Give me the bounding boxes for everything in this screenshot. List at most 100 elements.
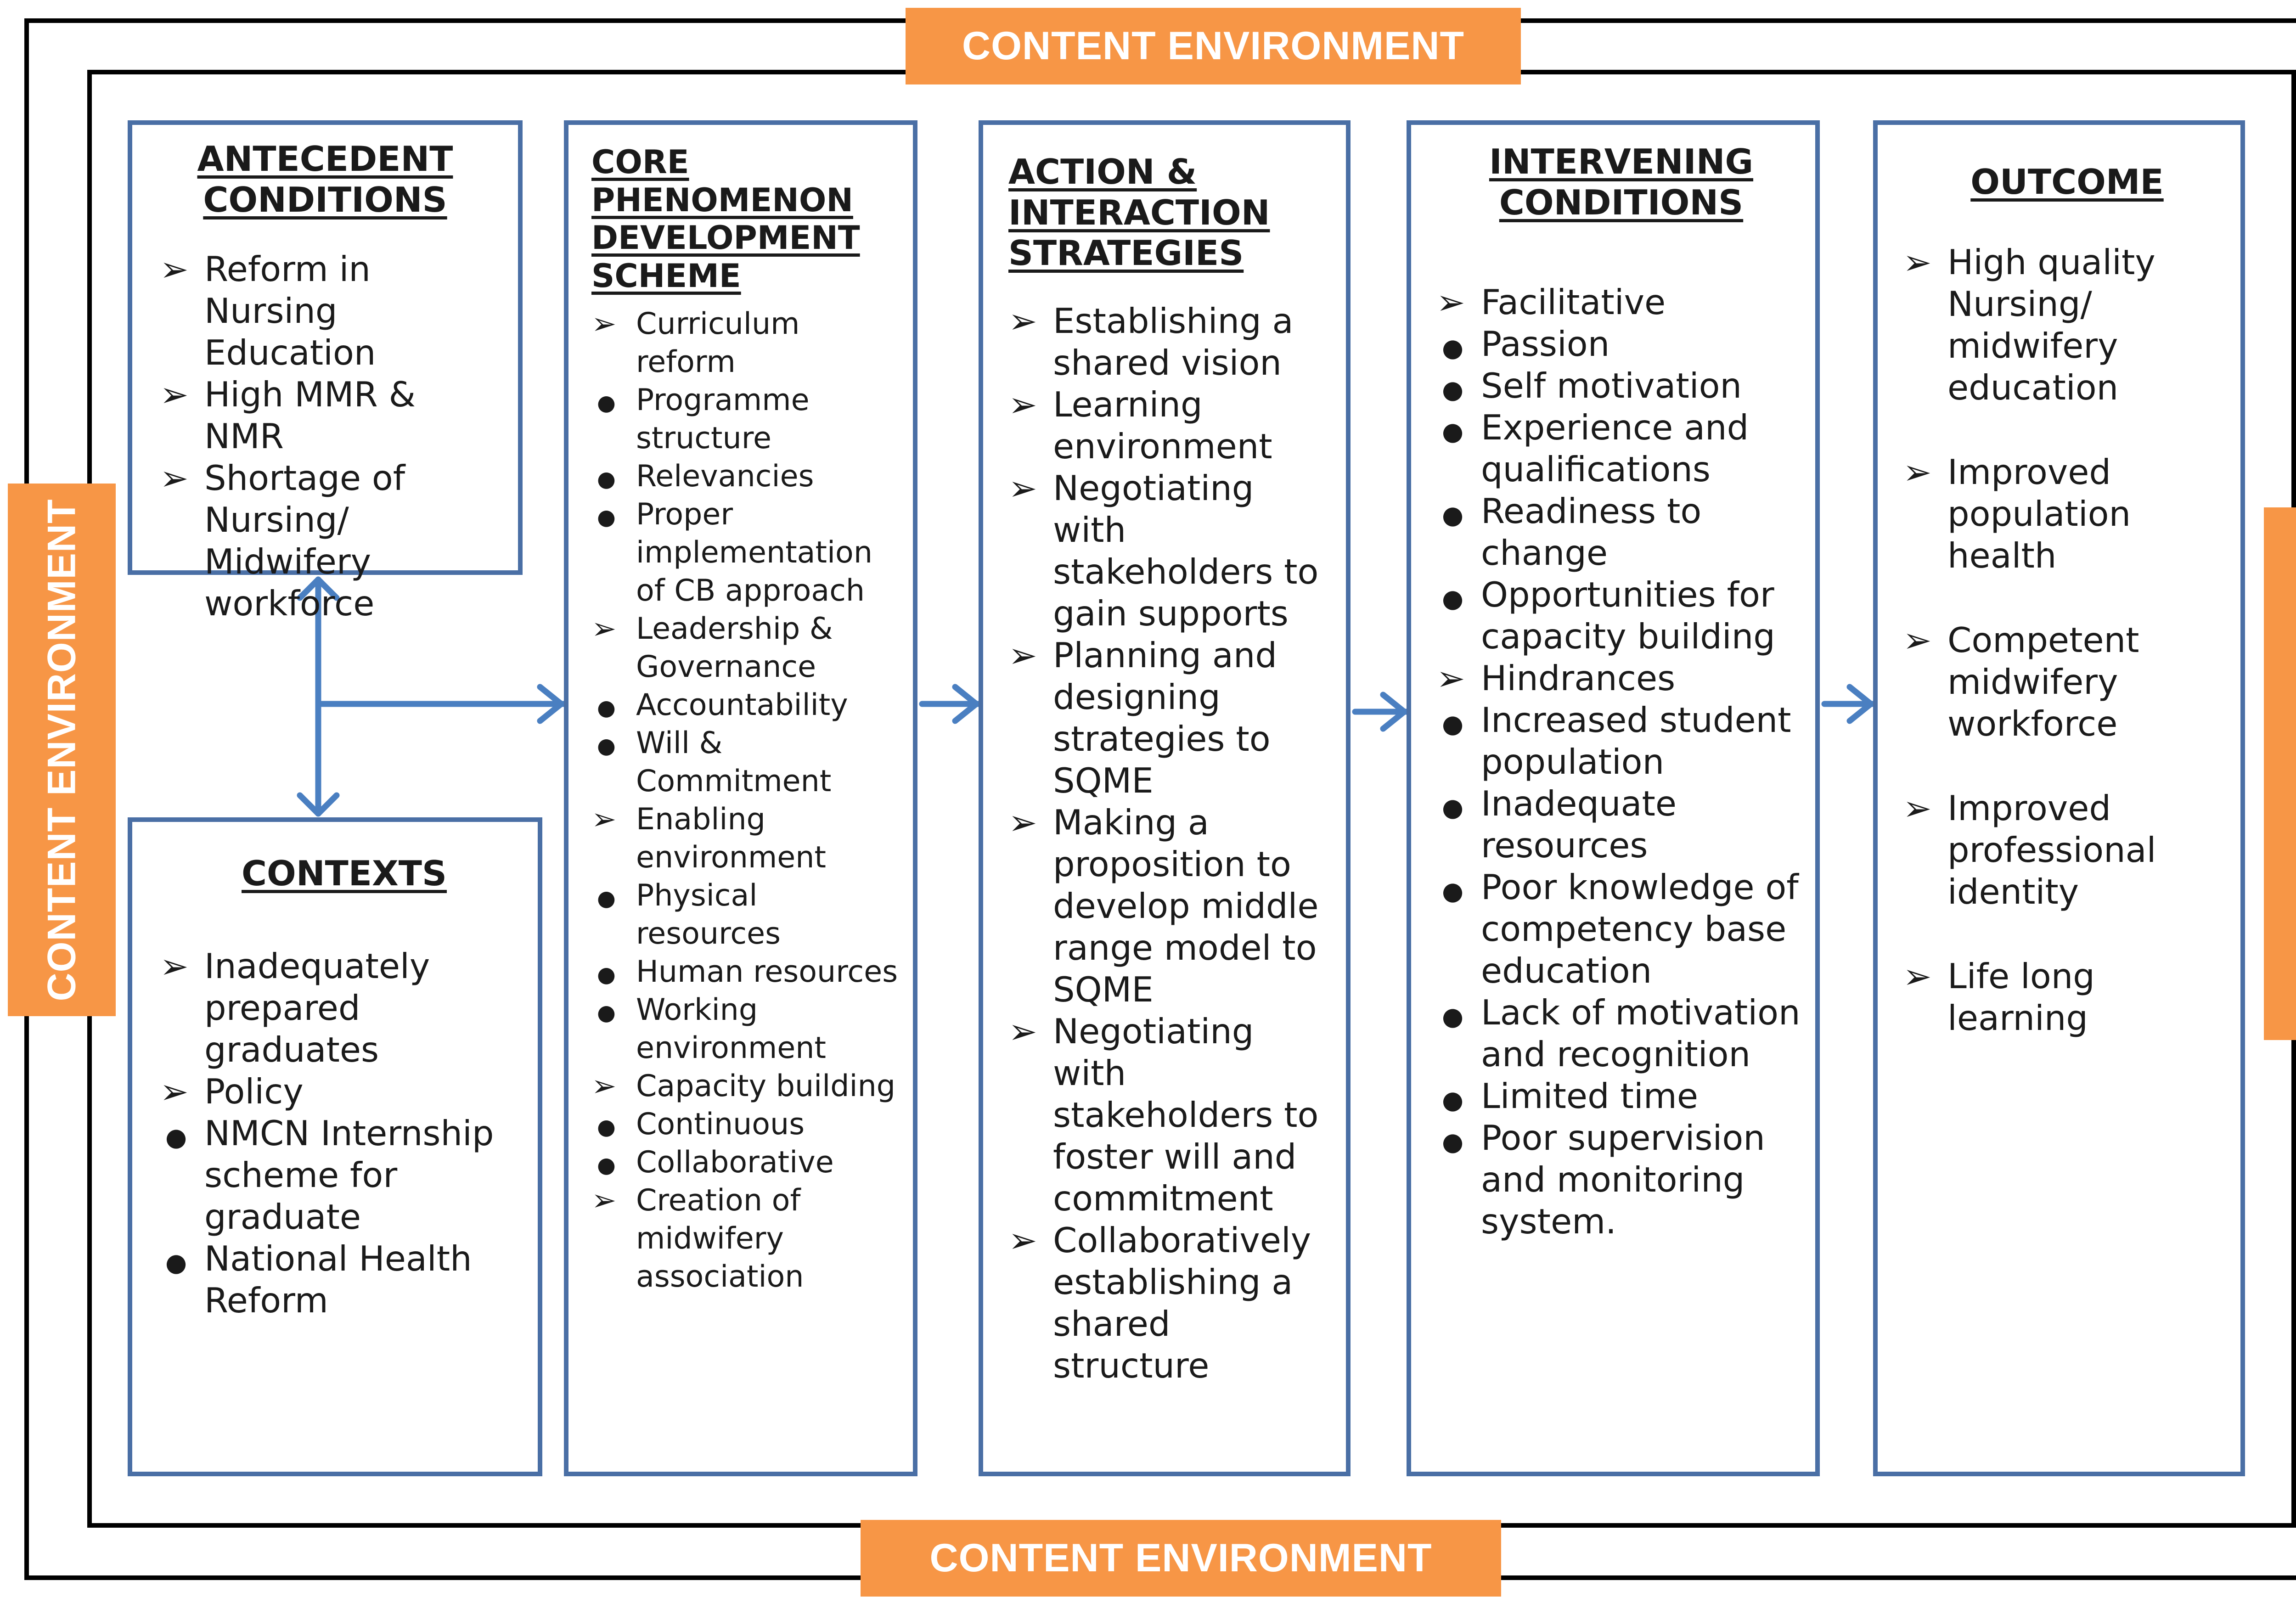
bullet-icon: ● bbox=[1442, 1002, 1464, 1031]
content-environment-label-bottom: CONTENT ENVIRONMENT bbox=[861, 1520, 1501, 1597]
antecedent-heading-line: ANTECEDENT bbox=[197, 139, 453, 179]
list-item: ●Lack of motivation and recognition bbox=[1436, 992, 1806, 1075]
list-item-text: Collaboratively establishing a shared st… bbox=[1053, 1220, 1311, 1386]
list-item: ➢ Planning and designing strategies to SQ… bbox=[1008, 635, 1337, 802]
list-item: ➢Curriculum reform bbox=[591, 305, 904, 381]
list-item: ● Will & Commitment bbox=[591, 724, 904, 800]
list-item-text: Working environment bbox=[636, 993, 826, 1066]
list-item: ➢Inadequately prepared graduates bbox=[160, 945, 529, 1071]
list-item-text: Improved professional identity bbox=[1947, 787, 2156, 912]
action-heading-line: STRATEGIES bbox=[1008, 233, 1244, 273]
list-item-text: Inadequate resources bbox=[1481, 783, 1677, 866]
list-item-text: Hindrances bbox=[1481, 658, 1676, 698]
content-environment-text-left: CONTENT ENVIRONMENT bbox=[39, 499, 84, 1001]
list-item: ●Human resources bbox=[591, 953, 904, 991]
to-core-arrow bbox=[318, 684, 567, 724]
arrow-bullet-icon: ➢ bbox=[1903, 619, 1932, 660]
list-item: ●NMCN Internship scheme for graduate bbox=[160, 1113, 529, 1238]
arrow-bullet-icon: ➢ bbox=[591, 1183, 617, 1218]
list-item: ➢ Collaboratively establishing a shared s… bbox=[1008, 1220, 1337, 1387]
bullet-icon: ● bbox=[1442, 501, 1464, 530]
bullet-icon: ● bbox=[597, 1001, 616, 1026]
list-item-text: Policy bbox=[204, 1071, 304, 1112]
bullet-icon: ● bbox=[165, 1248, 187, 1277]
action-heading-line: INTERACTION bbox=[1008, 192, 1270, 233]
list-item: ➢Learning environment bbox=[1008, 384, 1337, 467]
list-item-text: Planning and designing strategies to SQM… bbox=[1053, 635, 1277, 801]
bullet-icon: ● bbox=[597, 734, 616, 759]
list-item-text: Negotiating with stakeholders to foster … bbox=[1053, 1011, 1319, 1219]
list-item-text: Self motivation bbox=[1481, 366, 1742, 406]
content-environment-label-top: CONTENT ENVIRONMENT bbox=[906, 8, 1521, 84]
list-item: ➢Policy bbox=[160, 1071, 529, 1113]
list-item: ● Limited time bbox=[1436, 1075, 1806, 1117]
list-item-text: Limited time bbox=[1481, 1076, 1698, 1116]
list-item-text: Programme structure bbox=[636, 383, 810, 456]
contexts-item-list: ➢Inadequately prepared graduates➢Policy●… bbox=[160, 945, 529, 1322]
bullet-icon: ● bbox=[597, 1115, 616, 1140]
list-item: ●Readiness to change bbox=[1436, 490, 1806, 574]
list-item: ●Accountability bbox=[591, 686, 904, 724]
list-item-text: Curriculum reform bbox=[636, 307, 800, 380]
outcome-heading-line: OUTCOME bbox=[1970, 162, 2164, 202]
arrow-bullet-icon: ➢ bbox=[1008, 467, 1037, 508]
arrow-bullet-icon: ➢ bbox=[1903, 242, 1932, 282]
arrow-bullet-icon: ➢ bbox=[160, 249, 189, 289]
core-item-list: ➢Curriculum reform●Programme structure●R… bbox=[591, 305, 904, 1296]
list-item: ●Relevancies bbox=[591, 457, 904, 495]
outcome-box: OUTCOME ➢High quality Nursing/ midwifery … bbox=[1873, 120, 2245, 1476]
list-item-text: Facilitative bbox=[1481, 282, 1666, 322]
arrow-bullet-icon: ➢ bbox=[1008, 1220, 1037, 1260]
list-item: ●Poor knowledge of competency base educa… bbox=[1436, 866, 1806, 992]
arrow-bullet-icon: ➢ bbox=[1008, 384, 1037, 425]
list-item: ➢Establishing a shared vision bbox=[1008, 300, 1337, 384]
list-item-text: Life long learning bbox=[1947, 956, 2095, 1038]
arrow-bullet-icon: ➢ bbox=[160, 374, 189, 415]
action-to-intervening-arrow bbox=[1352, 692, 1410, 732]
list-item: ➢Facilitative bbox=[1436, 281, 1806, 323]
list-item: ➢Making a proposition to develop middle … bbox=[1008, 802, 1337, 1011]
list-item: ➢Improved population health bbox=[1903, 451, 2231, 577]
arrow-bullet-icon: ➢ bbox=[1903, 956, 1932, 996]
list-item-text: Relevancies bbox=[636, 459, 814, 494]
list-item-text: NMCN Internship scheme for graduate bbox=[204, 1113, 494, 1237]
list-item: ● Continuous bbox=[591, 1105, 904, 1143]
list-item-text: Establishing a shared vision bbox=[1053, 300, 1294, 383]
list-item: ●Physical resources bbox=[591, 877, 904, 953]
bullet-icon: ● bbox=[597, 886, 616, 911]
list-item: ➢ Competent midwifery workforce bbox=[1903, 619, 2231, 745]
bullet-icon: ● bbox=[597, 505, 616, 530]
contexts-box: CONTEXTS ➢Inadequately prepared graduates… bbox=[128, 817, 542, 1476]
bullet-icon: ● bbox=[1442, 1127, 1464, 1157]
arrow-bullet-icon: ➢ bbox=[1008, 635, 1037, 675]
bullet-icon: ● bbox=[597, 962, 616, 988]
list-item-text: Continuous bbox=[636, 1107, 805, 1142]
list-item-text: Passion bbox=[1481, 324, 1610, 364]
list-item-text: Enabling environment bbox=[636, 802, 826, 875]
list-item-text: Will & Commitment bbox=[636, 726, 832, 799]
list-item: ➢Leadership & Governance bbox=[591, 610, 904, 686]
bullet-icon: ● bbox=[1442, 793, 1464, 822]
outcome-heading: OUTCOME bbox=[1903, 162, 2231, 202]
bullet-icon: ● bbox=[1442, 1086, 1464, 1115]
list-item: ➢Creation of midwifery association bbox=[591, 1181, 904, 1296]
antecedent-item-list: ➢Reform in Nursing Education➢High MMR & … bbox=[160, 248, 490, 624]
list-item: ● Inadequate resources bbox=[1436, 783, 1806, 866]
list-item-text: Competent midwifery workforce bbox=[1947, 619, 2139, 744]
list-item: ● Passion bbox=[1436, 323, 1806, 365]
arrow-bullet-icon: ➢ bbox=[591, 1069, 617, 1104]
list-item-text: Reform in Nursing Education bbox=[204, 249, 376, 373]
contexts-heading-line: CONTEXTS bbox=[242, 853, 447, 894]
list-item: ● Working environment bbox=[591, 991, 904, 1067]
list-item: ●National Health Reform bbox=[160, 1238, 529, 1322]
action-heading-line: ACTION & bbox=[1008, 152, 1197, 192]
outcome-item-list: ➢High quality Nursing/ midwifery educati… bbox=[1903, 242, 2231, 1039]
bullet-icon: ● bbox=[1442, 333, 1464, 363]
list-item: ➢ Reform in Nursing Education bbox=[160, 248, 490, 374]
contexts-heading: CONTEXTS bbox=[160, 853, 529, 894]
